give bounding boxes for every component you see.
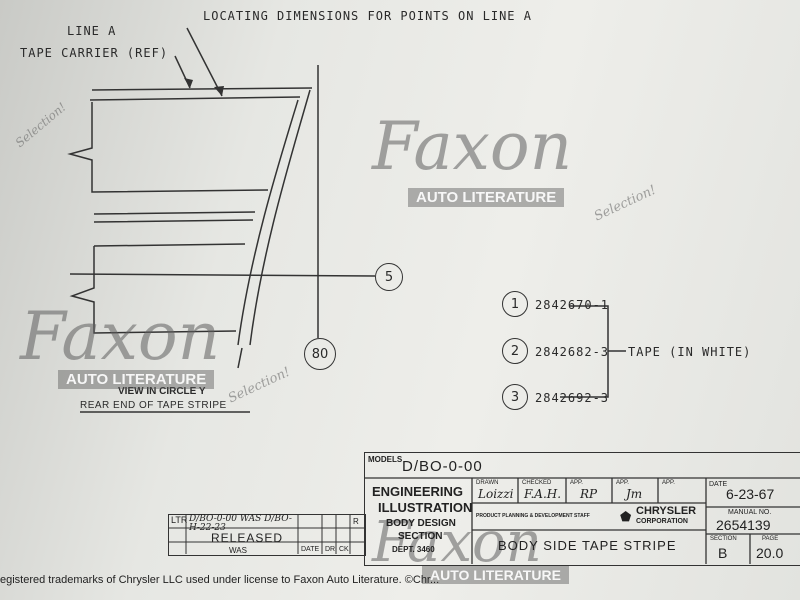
- checked-label: CHECKED: [522, 480, 552, 486]
- revision-block: LTR D/BO-0-00 WAS D/BO-H-22-23 RELEASED …: [168, 514, 366, 556]
- app1-label: APP.: [570, 480, 583, 486]
- chrysler-corporation: CORPORATION: [636, 518, 688, 525]
- manual-value: 2654139: [716, 517, 771, 533]
- models-label: MODELS: [368, 455, 403, 464]
- tape-carrier-line: [91, 87, 313, 91]
- watermark-logo-upper: Faxon: [372, 108, 573, 185]
- rear-end-label: REAR END OF TAPE STRIPE: [80, 400, 227, 411]
- date-label: DATE: [709, 481, 728, 488]
- checked-value: F.A.H.: [524, 487, 562, 501]
- view-in-circle-label: VIEW IN CIRCLE Y: [118, 386, 206, 397]
- callout-circle-5: 5: [375, 263, 403, 291]
- manual-label: MANUAL NO.: [728, 509, 772, 516]
- part-number-3: 2842692-3: [535, 391, 610, 405]
- watermark-sub-upper: AUTO LITERATURE: [408, 188, 565, 207]
- watermark-logo-bottom: Faxon: [372, 510, 542, 575]
- section-value: B: [718, 545, 728, 561]
- models-value: D/BO-0-00: [402, 458, 483, 475]
- line-a-label: LINE A: [67, 24, 117, 38]
- drawn-label: DRAWN: [476, 480, 499, 486]
- title-block: [364, 452, 800, 566]
- drawn-value: Loizzi: [478, 487, 514, 501]
- eng-title-line1: ENGINEERING: [372, 484, 464, 499]
- tape-label: TAPE (IN WHITE): [628, 345, 752, 359]
- page-label: PAGE: [762, 536, 779, 542]
- eng-title-line2: ILLUSTRATION: [378, 500, 473, 515]
- drawing-header-title: LOCATING DIMENSIONS FOR POINTS ON LINE A: [203, 9, 532, 23]
- tape-carrier-label: TAPE CARRIER (REF): [20, 46, 169, 60]
- app2-label: APP.: [616, 480, 629, 486]
- watermark-sub-lower: AUTO LITERATURE: [58, 370, 215, 389]
- revision-date-col: DATE: [301, 546, 320, 553]
- app3-label: APP.: [662, 480, 675, 486]
- app2-value: Jm: [626, 487, 643, 501]
- inner-edge-curve: [237, 99, 299, 346]
- outer-edge-curve: [249, 89, 311, 346]
- part-number-2: 2842682-3: [535, 345, 610, 359]
- line-a: [89, 96, 301, 101]
- revision-r-col: R: [353, 517, 359, 526]
- part-callout-2: 2: [502, 338, 528, 364]
- part-callout-3: 3: [502, 384, 528, 410]
- part-callout-1: 1: [502, 291, 528, 317]
- body-design-line2: SECTION: [398, 531, 443, 542]
- date-value: 6-23-67: [726, 486, 775, 502]
- page-value: 20.0: [756, 545, 784, 561]
- section-label: SECTION: [710, 536, 737, 542]
- footer-trademark: egistered trademarks of Chrysler LLC use…: [0, 574, 440, 586]
- watermark-logo-lower: Faxon: [20, 298, 221, 375]
- part-number-1: 2842670-1: [535, 298, 610, 312]
- watermark-sub-bottom: AUTO LITERATURE: [422, 566, 569, 584]
- app1-value: RP: [580, 487, 598, 501]
- drawing-title: BODY SIDE TAPE STRIPE: [498, 538, 677, 553]
- revision-ltr: LTR: [171, 515, 188, 525]
- staff-label: PRODUCT PLANNING & DEVELOPMENT STAFF: [476, 513, 590, 519]
- revision-was: WAS: [229, 546, 247, 555]
- revision-dr-col: DR: [325, 546, 336, 553]
- revision-ck-col: CK: [339, 546, 349, 553]
- body-design-line1: BODY DESIGN: [386, 518, 456, 529]
- pentastar-icon: ⬟: [620, 509, 632, 524]
- callout-circle-80: 80: [304, 338, 336, 370]
- dept-label: DEPT. 3460: [392, 545, 435, 554]
- chrysler-wordmark: CHRYSLER: [636, 505, 697, 517]
